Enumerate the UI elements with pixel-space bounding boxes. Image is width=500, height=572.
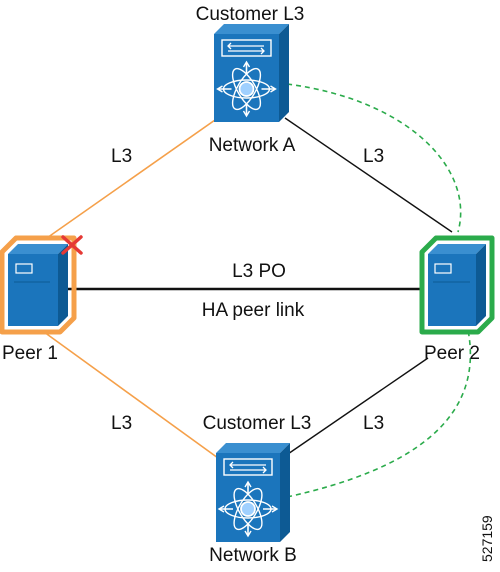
network-a-label: Network A [209,135,296,156]
network-b-top-label: Customer L3 [203,413,312,434]
link-network-b-peer2 [284,357,429,457]
link-peer1-network-a-label: L3 [111,146,132,167]
network-a-top-label: Customer L3 [196,4,305,25]
fail-x-icon [61,235,83,255]
peer-2-label: Peer 2 [424,343,480,364]
green-dashed-link-lower [286,329,472,498]
network-b-label: Network B [209,545,297,566]
network-b-star-icon [217,480,279,538]
link-network-a-peer2 [284,117,453,233]
figure-id: 527159 [479,515,495,562]
peer-link-upper-label: L3 PO [232,261,286,282]
peer-link-lower-label: HA peer link [202,300,305,321]
network-a-star-icon [216,60,277,118]
link-network-b-peer2-label: L3 [363,413,384,434]
link-peer1-network-b [43,331,219,459]
peer-1-server [0,235,77,335]
peer-1-label: Peer 1 [2,343,58,364]
link-network-a-peer2-label: L3 [363,146,384,167]
peer-2-server [419,235,495,335]
link-peer1-network-b-label: L3 [111,413,132,434]
network-b-switch [216,443,290,542]
network-a-switch [214,24,289,122]
green-dashed-link-upper [286,83,462,233]
link-peer1-network-a [43,119,216,241]
